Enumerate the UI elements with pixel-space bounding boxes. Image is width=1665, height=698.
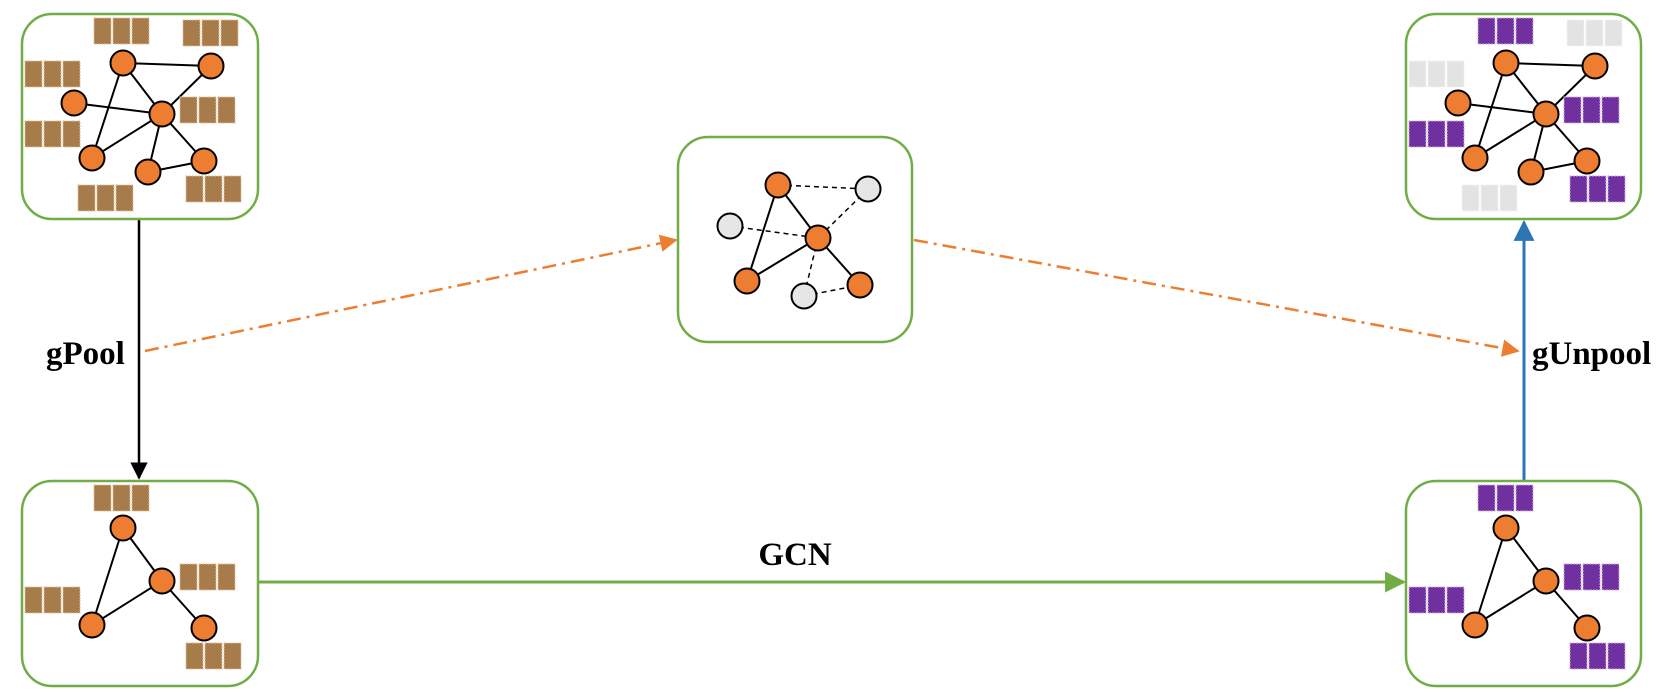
panel-border — [676, 135, 914, 344]
dashdot-arrow-from-index — [913, 238, 1520, 357]
feature-vectors — [1408, 484, 1626, 670]
dashdot-arrow-to-index — [144, 234, 678, 353]
graph-nodes — [1444, 49, 1609, 186]
input-graph-panel — [20, 12, 260, 221]
kept-nodes — [733, 171, 874, 299]
gcn-output-panel — [1404, 479, 1643, 688]
empty-feature-vectors — [1408, 19, 1623, 212]
graph-nodes — [60, 49, 225, 186]
selection-graph-panel — [676, 135, 914, 344]
pooled-graph-panel — [20, 479, 260, 688]
gcn-label: GCN — [758, 537, 832, 573]
feature-vectors — [24, 484, 242, 670]
feature-vectors — [24, 17, 242, 212]
gunpool-label: gUnpool — [1532, 336, 1651, 372]
output-graph-panel — [1404, 12, 1643, 221]
gpool-label: gPool — [46, 336, 125, 372]
graph-nodes — [1461, 514, 1601, 642]
dropped-nodes — [716, 175, 882, 310]
restored-feature-vectors — [1408, 17, 1626, 203]
graph-nodes — [78, 514, 218, 642]
